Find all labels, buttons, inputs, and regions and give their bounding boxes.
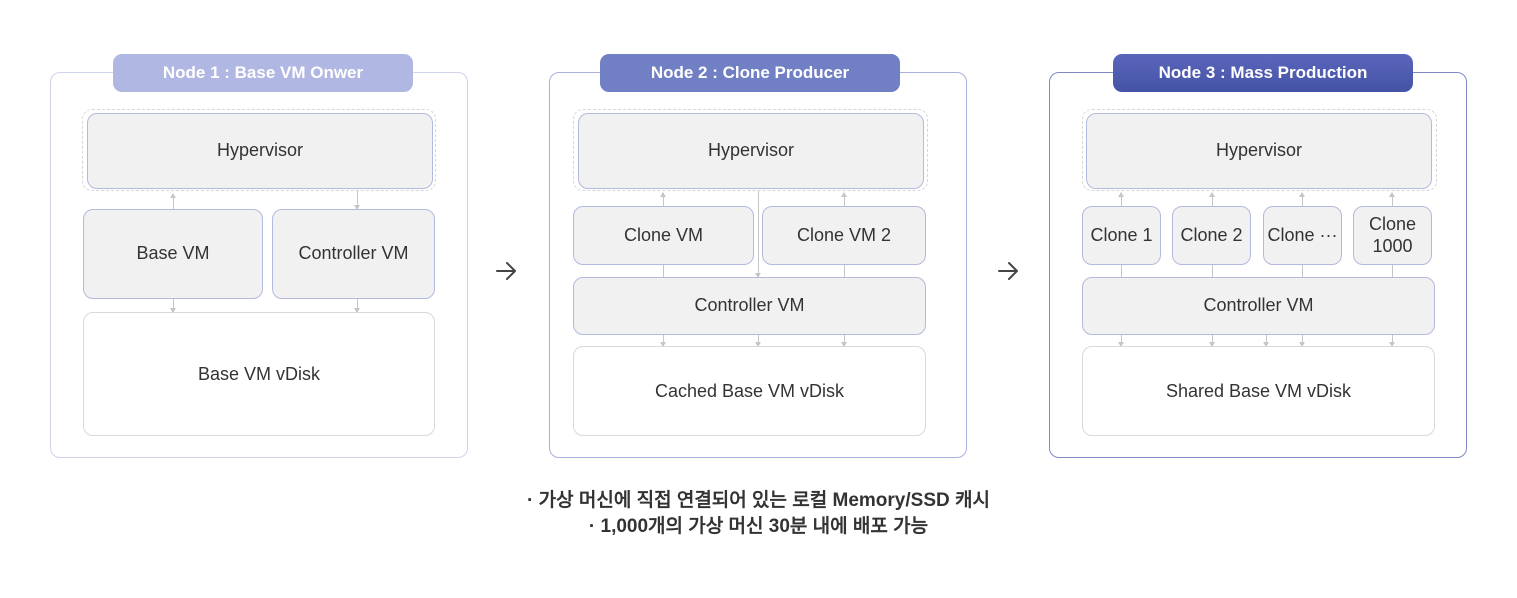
hypervisor-dashed-frame xyxy=(1082,109,1437,191)
note-line: · 1,000개의 가상 머신 30분 내에 배포 가능 xyxy=(588,516,929,537)
arrow-down-icon xyxy=(1299,335,1305,347)
node-3-clone-1: Clone 1 xyxy=(1082,206,1161,265)
node-1-vdisk: Base VM vDisk xyxy=(83,312,435,436)
arrow-down-icon xyxy=(1118,335,1124,347)
node-3-panel: Node 3 : Mass Production Hypervisor Clon… xyxy=(1049,54,1467,458)
node-2-clone-vm: Clone VM xyxy=(573,206,754,265)
arrow-up-icon xyxy=(1299,192,1305,206)
node-2-controller-vm: Controller VM xyxy=(573,277,926,335)
arrow-right-icon xyxy=(496,262,516,280)
arrow-up-icon xyxy=(1389,192,1395,206)
arrow-down-icon xyxy=(841,335,847,347)
node-3-vdisk: Shared Base VM vDisk xyxy=(1082,346,1435,436)
node-2-hypervisor: Hypervisor xyxy=(578,113,924,189)
node-3-clone-2: Clone 2 xyxy=(1172,206,1251,265)
connector-line xyxy=(663,265,664,277)
node-2-clone-vm-2: Clone VM 2 xyxy=(762,206,926,265)
node-2-title: Node 2 : Clone Producer xyxy=(600,54,900,92)
note-line: · 가상 머신에 직접 연결되어 있는 로컬 Memory/SSD 캐시 xyxy=(527,490,990,511)
connector-line xyxy=(1392,265,1393,277)
arrow-down-icon xyxy=(755,191,761,278)
arrow-down-icon xyxy=(170,299,176,313)
arrow-up-icon xyxy=(170,193,176,209)
arrow-down-icon xyxy=(755,335,761,347)
arrow-down-icon xyxy=(1389,335,1395,347)
notes: · 가상 머신에 직접 연결되어 있는 로컬 Memory/SSD 캐시 · 1… xyxy=(0,488,1517,540)
node-1-panel: Node 1 : Base VM Onwer Hypervisor Base V… xyxy=(50,54,468,458)
node-1-controller-vm: Controller VM xyxy=(272,209,435,299)
node-1-base-vm: Base VM xyxy=(83,209,263,299)
hypervisor-dashed-frame xyxy=(573,109,928,191)
node-3-clone-more: Clone ··· xyxy=(1263,206,1342,265)
node-3-hypervisor: Hypervisor xyxy=(1086,113,1432,189)
node-2-panel: Node 2 : Clone Producer Hypervisor Clone… xyxy=(549,54,967,458)
node-2-vdisk: Cached Base VM vDisk xyxy=(573,346,926,436)
node-1-title: Node 1 : Base VM Onwer xyxy=(113,54,413,92)
arrow-up-icon xyxy=(841,192,847,206)
arrow-down-icon xyxy=(660,335,666,347)
node-1-hypervisor: Hypervisor xyxy=(87,113,433,189)
arrow-down-icon xyxy=(354,191,360,210)
hypervisor-dashed-frame xyxy=(82,109,436,191)
node-3-controller-vm: Controller VM xyxy=(1082,277,1435,335)
node-3-clone-1000: Clone 1000 xyxy=(1353,206,1432,265)
arrow-up-icon xyxy=(1118,192,1124,206)
connector-line xyxy=(844,265,845,277)
arrow-down-icon xyxy=(1209,335,1215,347)
arrow-down-icon xyxy=(1263,335,1269,347)
arrow-up-icon xyxy=(1209,192,1215,206)
arrow-down-icon xyxy=(354,299,360,313)
connector-line xyxy=(1302,265,1303,277)
arrow-up-icon xyxy=(660,192,666,206)
connector-line xyxy=(1121,265,1122,277)
arrow-right-icon xyxy=(998,262,1018,280)
node-3-title: Node 3 : Mass Production xyxy=(1113,54,1413,92)
connector-line xyxy=(1212,265,1213,277)
